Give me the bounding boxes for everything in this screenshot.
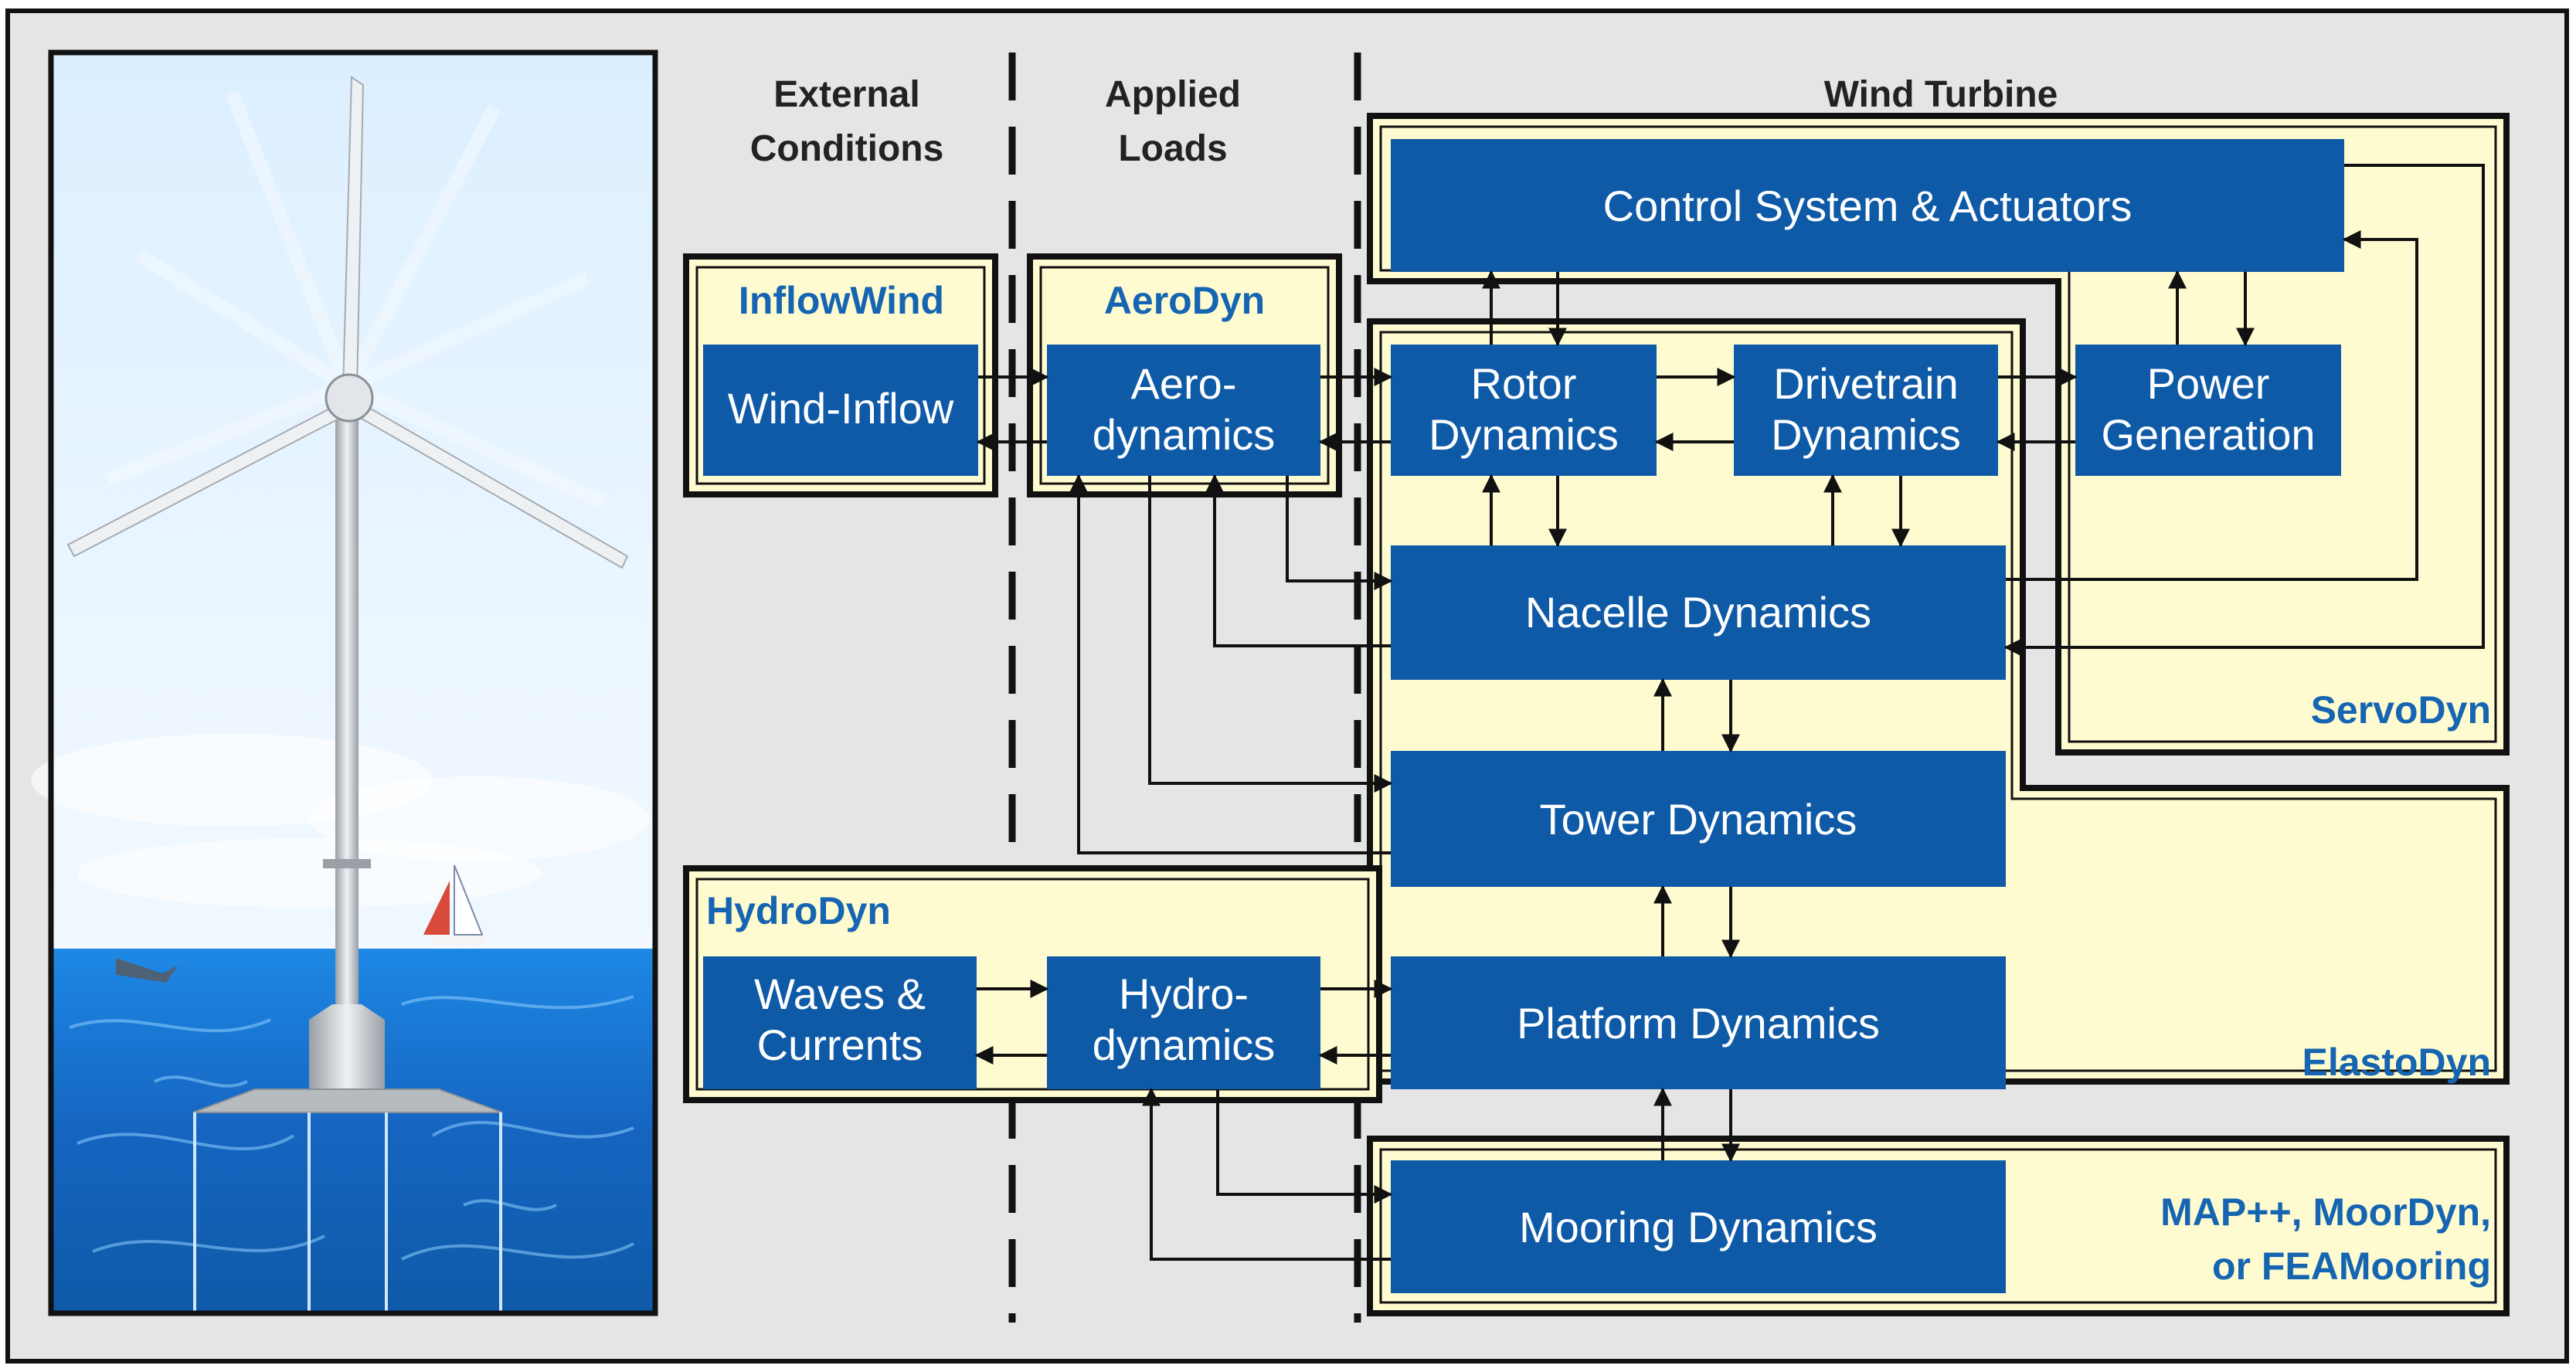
module-label-inflowwind: InflowWind: [739, 279, 944, 322]
rotor-label-line2: Dynamics: [1429, 410, 1619, 459]
power-label-line1: Power: [2147, 359, 2270, 408]
hub: [325, 373, 374, 423]
sailboat: [423, 864, 484, 946]
waves-block: [703, 956, 977, 1089]
control-block: [1391, 139, 2344, 272]
header-applied-line2: Loads: [1118, 128, 1227, 169]
turbine-illustration: [31, 49, 658, 1316]
module-label-servodyn: ServoDyn: [2311, 688, 2491, 732]
header-wind-turbine: Wind Turbine: [1824, 74, 2058, 115]
header-external-line1: External: [773, 74, 919, 115]
aero-label-line2: dynamics: [1093, 410, 1276, 459]
power-label-line2: Generation: [2101, 410, 2315, 459]
servodyn-frame: [1367, 113, 2510, 756]
aerodynamics-block: [1047, 345, 1320, 476]
wind-inflow-block: [703, 345, 978, 476]
power-block: [2075, 345, 2341, 476]
hydrodynamics-block: [1047, 956, 1320, 1089]
header-applied-line1: Applied: [1105, 74, 1241, 115]
nacelle-block: [1391, 545, 2006, 680]
connectors: [974, 164, 2485, 1261]
hydro-label-line1: Hydro-: [1119, 970, 1249, 1018]
module-label-elastodyn: ElastoDyn: [2302, 1041, 2491, 1084]
module-label-mooring-line1: MAP++, MoorDyn,: [2160, 1190, 2491, 1234]
mooring-block: [1391, 1160, 2006, 1293]
waves-label-line1: Waves &: [754, 970, 926, 1018]
rotor-blades: [66, 76, 629, 569]
aero-label-line1: Aero-: [1131, 359, 1237, 408]
drivetrain-block: [1734, 345, 1998, 476]
wind-inflow-label: Wind-Inflow: [728, 384, 954, 433]
hydro-label-line2: dynamics: [1093, 1021, 1276, 1069]
platform-label: Platform Dynamics: [1517, 999, 1880, 1048]
platform: [309, 1004, 385, 1089]
module-label-mooring-line2: or FEAMooring: [2212, 1245, 2491, 1288]
column-dividers: [1008, 53, 1361, 1323]
header-external-line2: Conditions: [750, 128, 944, 169]
drivetrain-label-line2: Dynamics: [1771, 410, 1961, 459]
module-label-hydrodyn: HydroDyn: [706, 889, 891, 932]
tower-block: [1391, 751, 2006, 887]
module-label-aerodyn: AeroDyn: [1104, 279, 1265, 322]
rotor-label-line1: Rotor: [1471, 359, 1577, 408]
platform-block: [1391, 956, 2006, 1089]
waves-label-line2: Currents: [757, 1021, 923, 1069]
tower-label: Tower Dynamics: [1540, 795, 1857, 844]
tower: [335, 409, 359, 1066]
drivetrain-label-line1: Drivetrain: [1773, 359, 1959, 408]
mooring-label: Mooring Dynamics: [1519, 1203, 1878, 1251]
rotor-block: [1391, 345, 1657, 476]
nacelle-label: Nacelle Dynamics: [1525, 588, 1871, 637]
control-label: Control System & Actuators: [1603, 182, 2133, 230]
